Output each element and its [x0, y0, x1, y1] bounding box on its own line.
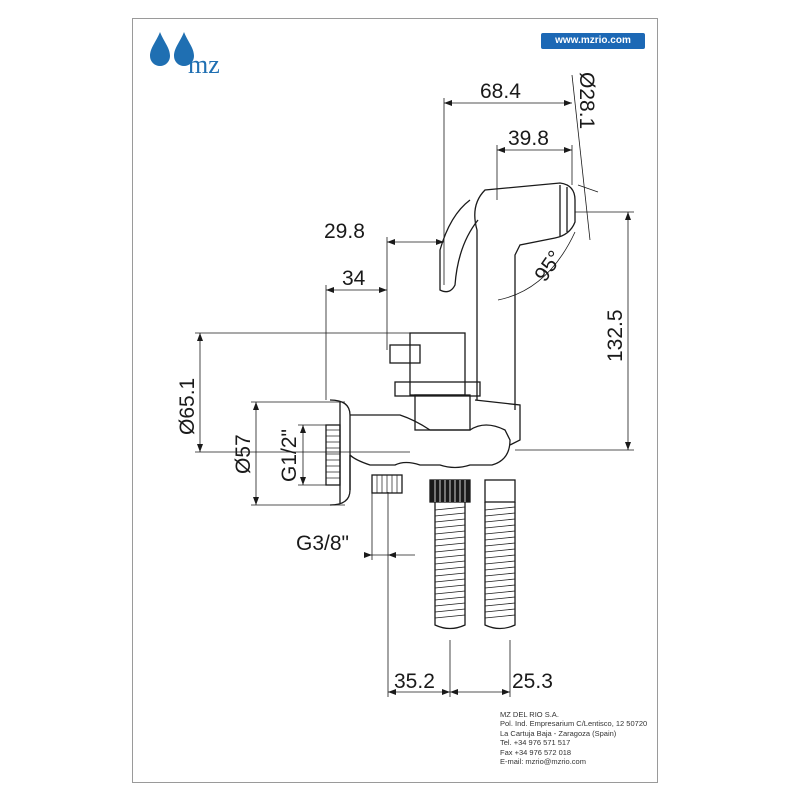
- dim-g1-2: G1/2": [278, 429, 301, 482]
- logo-text: mz: [188, 50, 220, 79]
- dim-34: 34: [342, 267, 366, 290]
- drawing-geometry: [195, 74, 634, 697]
- water-drops-icon: [150, 32, 194, 66]
- company-name: MZ DEL RIO S.A.: [500, 710, 559, 719]
- website-link[interactable]: www.mzrio.com: [541, 33, 645, 49]
- dim-35-2: 35.2: [394, 670, 435, 693]
- dim-95-degrees: 95°: [530, 247, 567, 286]
- dim-68-4: 68.4: [480, 80, 521, 103]
- dim-g3-8: G3/8": [296, 532, 349, 555]
- address-line-2: La Cartuja Baja - Zaragoza (Spain): [500, 728, 617, 738]
- dim-25-3: 25.3: [512, 670, 553, 693]
- contact-block: MZ DEL RIO S.A. Pol. Ind. Empresarium C/…: [500, 710, 647, 766]
- dim-65-1: Ø65.1: [176, 378, 199, 435]
- drawing-sheet: [132, 18, 658, 783]
- dim-28-1: Ø28.1: [575, 72, 598, 129]
- dim-29-8: 29.8: [324, 220, 365, 243]
- product-outline: [325, 182, 576, 630]
- dim-132-5: 132.5: [604, 309, 627, 362]
- dim-39-8: 39.8: [508, 127, 549, 150]
- telephone: Tel. +34 976 571 517: [500, 738, 571, 748]
- dim-57: Ø57: [232, 434, 255, 474]
- dimension-lines: [195, 74, 634, 697]
- arrow-heads: [197, 100, 631, 695]
- address-line-1: Pol. Ind. Empresarium C/Lentisco, 12 507…: [500, 719, 648, 729]
- email[interactable]: E-mail: mzrio@mzrio.com: [500, 757, 586, 767]
- fax: Fax +34 976 572 018: [500, 747, 572, 757]
